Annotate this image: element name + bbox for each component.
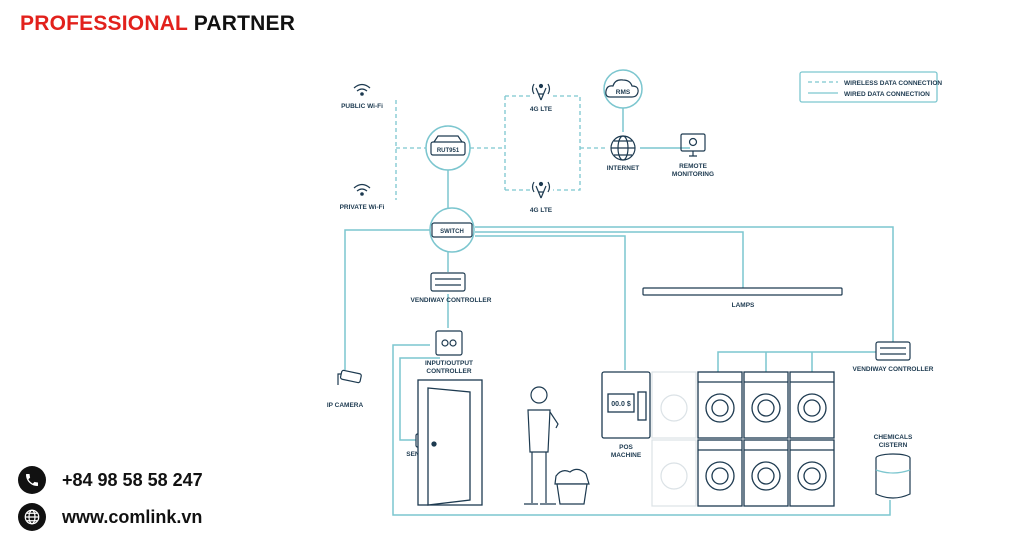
antenna-icon (531, 83, 551, 101)
contact-phone: +84 98 58 58 247 (18, 466, 203, 494)
rms-label: RMS (616, 89, 631, 96)
washing-machine-icon (697, 371, 743, 439)
private-wifi-icon (353, 183, 371, 196)
wireless-wifi (395, 100, 428, 200)
person-icon (524, 386, 559, 505)
tank-icon (875, 453, 911, 499)
washing-machine-icon (789, 439, 835, 507)
washing-machine-icon (651, 371, 697, 507)
private-wifi-label: PRIVATE Wi-Fi (340, 204, 385, 211)
washing-machine-icon (789, 371, 835, 439)
pos-label-1: POS (619, 444, 633, 451)
washing-machines (697, 371, 835, 507)
door-icon (417, 379, 483, 506)
cloud-icon (605, 79, 639, 98)
wire-io-door (392, 344, 891, 516)
phone-icon (18, 466, 46, 494)
wire-switch-pos (475, 235, 626, 370)
brand-title-red: PROFESSIONAL (20, 12, 188, 35)
wire-switch-lamps (475, 231, 744, 288)
website-link[interactable]: www.comlink.vn (62, 506, 203, 527)
antenna-icon (531, 181, 551, 199)
brand-title-black: PARTNER (193, 12, 296, 35)
camera-icon (337, 369, 362, 385)
vendiway-controller-left-label: VENDIWAY CONTROLLER (411, 297, 492, 304)
wire-vendi-machines (717, 351, 876, 372)
rms-node: RMS (603, 69, 643, 109)
router-node: RUT951 (425, 125, 471, 171)
washing-machine-icon (697, 439, 743, 507)
io-controller-label-2: CONTROLLER (426, 368, 471, 375)
lte-bottom-label: 4G LTE (530, 207, 553, 214)
lamps-node (642, 287, 843, 296)
public-wifi-label: PUBLIC Wi-Fi (341, 103, 383, 110)
vendiway-controller-right-label: VENDIWAY CONTROLLER (853, 366, 934, 373)
lte-top-label: 4G LTE (530, 106, 553, 113)
washing-machine-icon (743, 371, 789, 439)
io-controller-label-1: INPUT/OUTPUT (425, 360, 473, 367)
pos-machine (601, 371, 651, 439)
chemicals-label-1: CHEMICALS (874, 434, 913, 441)
globe-icon (18, 503, 46, 531)
remote-monitoring-label-2: MONITORING (672, 171, 714, 178)
vendiway-controller-right (875, 341, 911, 361)
chemicals-label-2: CISTERN (879, 442, 908, 449)
wire-switch-right (475, 226, 894, 342)
wireless-lte (470, 95, 530, 191)
brand-title: PROFESSIONAL PARTNER (20, 12, 295, 36)
internet-globe-icon (610, 135, 636, 161)
pos-display-text: 00.0 $ (611, 401, 631, 408)
io-controller (435, 330, 463, 356)
vendiway-controller-left (430, 272, 466, 292)
wireless-lte-internet (553, 95, 608, 191)
monitor-icon (680, 133, 706, 157)
legend-wireless-label: WIRELESS DATA CONNECTION (844, 80, 942, 87)
wire-io-sensor (399, 357, 440, 441)
remote-monitoring-label-1: REMOTE (679, 163, 707, 170)
wire-switch-camera (344, 229, 430, 370)
contact-website: www.comlink.vn (18, 503, 202, 531)
ip-camera-label: IP CAMERA (327, 402, 364, 409)
phone-number[interactable]: +84 98 58 58 247 (62, 469, 203, 490)
washing-machine-icon (743, 439, 789, 507)
router-label: RUT951 (437, 148, 460, 154)
lamps-label: LAMPS (732, 302, 755, 309)
legend-wired-label: WIRED DATA CONNECTION (844, 91, 930, 98)
internet-label: INTERNET (607, 165, 640, 172)
pos-label-2: MACHINE (611, 452, 642, 459)
public-wifi-icon (353, 83, 371, 96)
switch-node: SWITCH (429, 207, 475, 253)
legend: WIRELESS DATA CONNECTION WIRED DATA CONN… (799, 71, 942, 103)
laundry-basket-icon (554, 468, 590, 505)
switch-label: SWITCH (440, 229, 464, 235)
